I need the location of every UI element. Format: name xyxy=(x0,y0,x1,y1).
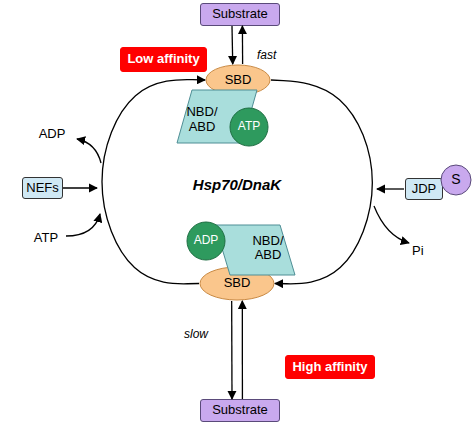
jdp-box: JDP xyxy=(405,178,443,200)
nef-box: NEFs xyxy=(22,177,63,199)
nucleotide-label: ATP xyxy=(34,230,58,245)
node-text: SBD xyxy=(224,276,251,290)
substrate-circle: S xyxy=(440,164,472,196)
pi-release-arrow xyxy=(374,206,409,243)
binding-arrow xyxy=(242,301,243,399)
affinity-box: Low affinity xyxy=(120,47,207,72)
protein-name: Hsp70/DnaK xyxy=(193,176,281,193)
release-arrow xyxy=(242,26,244,64)
node-text: JDP xyxy=(412,182,437,196)
nucleotide-circle-shape xyxy=(187,222,225,260)
nucleotide-circle: ADP xyxy=(186,221,226,261)
nucleotide-circle-shape xyxy=(230,108,268,146)
binding-arrow xyxy=(231,26,233,64)
sbd-domain-shape xyxy=(200,267,274,300)
affinity-box: High affinity xyxy=(285,355,375,379)
node-text: SBD xyxy=(225,73,252,87)
node-text: Substrate xyxy=(212,7,268,21)
node-text: High affinity xyxy=(292,360,367,374)
node-text: NEFs xyxy=(26,181,59,195)
nucleotide-label: ADP xyxy=(39,126,66,141)
release-arrow xyxy=(77,139,101,163)
node-text: Substrate xyxy=(212,403,268,417)
node-text: NBD/ ABD xyxy=(248,234,288,263)
uptake-arrow xyxy=(66,214,100,236)
phosphate-label: Pi xyxy=(412,243,424,258)
node-text: ADP xyxy=(194,234,219,247)
substrate-box: Substrate xyxy=(200,3,280,26)
node-text: NBD/ ABD xyxy=(182,105,222,134)
nucleotide-circle: ATP xyxy=(229,107,269,147)
rate-label: slow xyxy=(184,327,208,341)
substrate-circle-shape xyxy=(441,165,471,195)
nef-arrow xyxy=(63,187,97,188)
node-text: S xyxy=(451,172,460,187)
nbd-domain: NBD/ ABD xyxy=(214,224,296,276)
jdp-arrow xyxy=(377,188,404,189)
rate-label: fast xyxy=(257,48,276,62)
node-text: Low affinity xyxy=(127,52,199,66)
release-arrow xyxy=(231,301,233,399)
node-text: ATP xyxy=(238,120,260,133)
substrate-box: Substrate xyxy=(200,399,280,422)
